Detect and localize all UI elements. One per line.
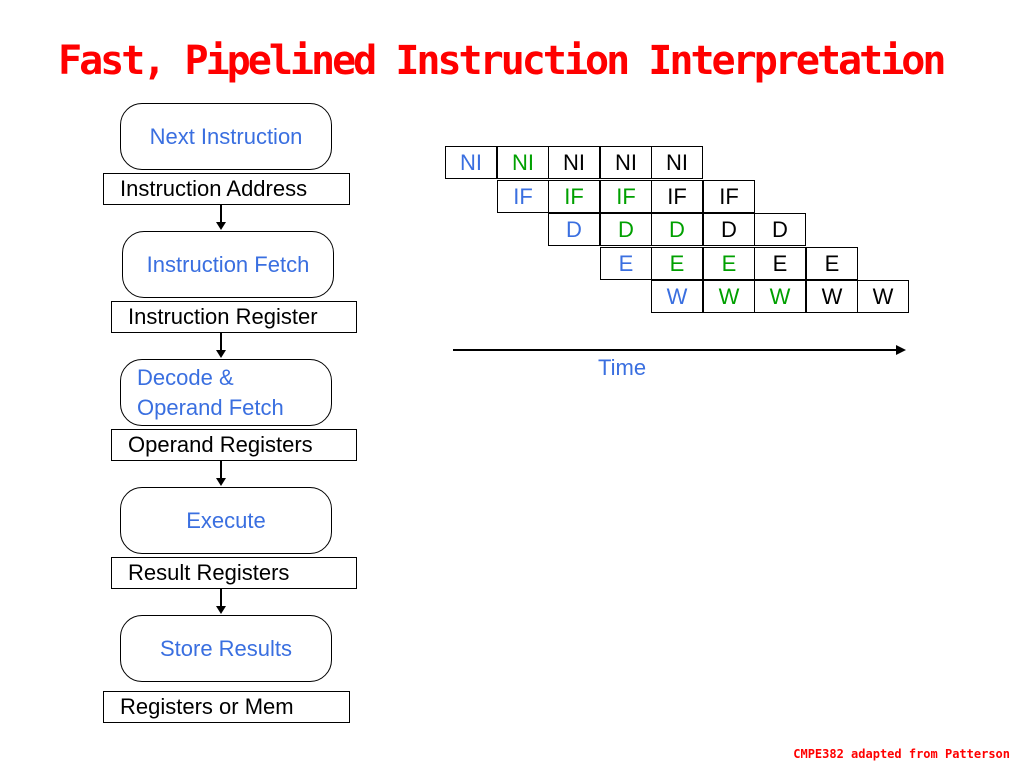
register-label: Registers or Mem: [120, 694, 294, 719]
register-result-registers: Result Registers: [111, 557, 357, 589]
stage-label: Execute: [186, 507, 266, 533]
connector-line: [220, 461, 222, 479]
stage-label: Instruction Fetch: [146, 251, 310, 277]
slide-title: Fast, Pipelined Instruction Interpretati…: [58, 38, 946, 84]
stage-label: Store Results: [159, 635, 293, 661]
pipeline-cell-e: E: [806, 247, 858, 280]
pipeline-cell-e: E: [651, 247, 703, 280]
pipeline-cell-ni: NI: [651, 146, 703, 179]
stage-label: Next Instruction: [149, 123, 303, 149]
pipeline-cell-if: IF: [651, 180, 703, 213]
pipeline-cell-w: W: [806, 280, 858, 313]
pipeline-cell-d: D: [548, 213, 600, 246]
pipeline-cell-ni: NI: [600, 146, 652, 179]
pipeline-cell-w: W: [703, 280, 755, 313]
pipeline-cell-w: W: [754, 280, 806, 313]
stage-execute: Execute: [120, 487, 332, 554]
pipeline-cell-e: E: [600, 247, 652, 280]
pipeline-cell-e: E: [754, 247, 806, 280]
pipeline-cell-ni: NI: [445, 146, 497, 179]
pipeline-cell-d: D: [703, 213, 755, 246]
register-operand-registers: Operand Registers: [111, 429, 357, 461]
pipeline-cell-w: W: [651, 280, 703, 313]
pipeline-cell-ni: NI: [497, 146, 549, 179]
register-registers-or-mem: Registers or Mem: [103, 691, 350, 723]
down-arrow-icon: [216, 478, 226, 486]
stage-label: Decode & Operand Fetch: [137, 364, 284, 420]
register-label: Result Registers: [128, 560, 290, 585]
pipeline-cell-w: W: [857, 280, 909, 313]
pipeline-cell-d: D: [754, 213, 806, 246]
register-label: Instruction Address: [120, 176, 308, 201]
register-label: Operand Registers: [128, 432, 313, 457]
pipeline-cell-ni: NI: [548, 146, 600, 179]
pipeline-cell-if: IF: [703, 180, 755, 213]
register-instruction-address: Instruction Address: [103, 173, 350, 205]
down-arrow-icon: [216, 606, 226, 614]
register-label: Instruction Register: [128, 304, 318, 329]
stage-decode-operand-fetch: Decode & Operand Fetch: [120, 359, 332, 426]
stage-instruction-fetch: Instruction Fetch: [122, 231, 334, 298]
register-instruction-register: Instruction Register: [111, 301, 357, 333]
time-axis-line: [453, 349, 897, 351]
stage-next-instruction: Next Instruction: [120, 103, 332, 170]
connector-line: [220, 589, 222, 607]
connector-line: [220, 205, 222, 223]
down-arrow-icon: [216, 222, 226, 230]
connector-line: [220, 333, 222, 351]
right-arrow-icon: [896, 345, 906, 355]
footer-credit: CMPE382 adapted from Patterson: [793, 747, 1010, 761]
pipeline-cell-if: IF: [548, 180, 600, 213]
stage-store-results: Store Results: [120, 615, 332, 682]
pipeline-cell-e: E: [703, 247, 755, 280]
pipeline-cell-d: D: [600, 213, 652, 246]
down-arrow-icon: [216, 350, 226, 358]
pipeline-cell-if: IF: [497, 180, 549, 213]
pipeline-cell-d: D: [651, 213, 703, 246]
time-label: Time: [598, 355, 647, 380]
pipeline-cell-if: IF: [600, 180, 652, 213]
